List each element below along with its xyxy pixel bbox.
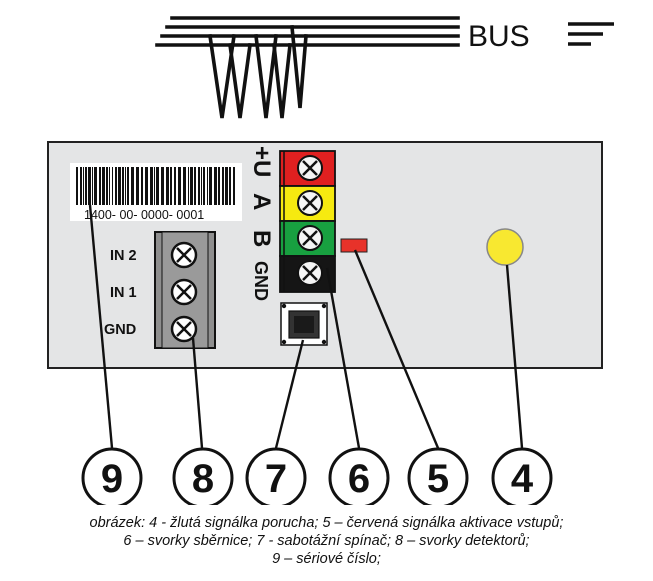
bus-terminal-label-gnd: GND (251, 261, 271, 301)
callouts: 9 8 7 6 5 4 (81, 447, 553, 505)
callout-circle-4 (491, 447, 553, 505)
caption-line-1: obrázek: 4 - žlutá signálka porucha; 5 –… (89, 515, 564, 531)
leader-lines (88, 204, 524, 449)
callout-circle-7 (245, 447, 307, 505)
callout-number-9: 9 (101, 457, 123, 501)
caption-line-2: 6 – svorky sběrnice; 7 - sabotážní spína… (123, 533, 530, 549)
bus-label: BUS (468, 20, 530, 53)
bus-terminal-label-a: A (248, 193, 275, 210)
bus-screw (297, 155, 323, 181)
bus-terminal-label-u: +U (248, 146, 275, 177)
module-diagram: BUS 1400- 00- 0000- 0001 IN 2 IN 1 GND +… (47, 16, 614, 505)
callout-circle-6 (328, 447, 390, 505)
callout-circle-5 (407, 447, 469, 505)
callout-number-6: 6 (348, 457, 370, 501)
detector-screw (170, 315, 198, 343)
red-led (340, 238, 368, 253)
callout-number-5: 5 (427, 457, 449, 501)
bus-lines (155, 16, 460, 119)
terminal-label-in1: IN 1 (110, 285, 137, 301)
yellow-led (486, 228, 524, 266)
bus-screw (297, 260, 323, 286)
detector-screw (170, 241, 198, 269)
callout-circle-9 (81, 447, 143, 505)
bus-screw (297, 225, 323, 251)
callout-number-8: 8 (192, 457, 214, 501)
callout-number-4: 4 (511, 457, 534, 501)
callout-number-7: 7 (265, 457, 287, 501)
caption-line-3: 9 – sériové číslo; (272, 551, 381, 567)
callout-circle-8 (172, 447, 234, 505)
tamper-switch (280, 302, 328, 346)
bus-terminal-label-b: B (248, 230, 275, 247)
detector-screw (170, 278, 198, 306)
bus-icon (568, 22, 614, 46)
terminal-label-gnd: GND (104, 322, 136, 338)
barcode (76, 167, 235, 205)
bus-screw (297, 190, 323, 216)
terminal-label-in2: IN 2 (110, 248, 137, 264)
serial-number: 1400- 00- 0000- 0001 (84, 208, 204, 222)
